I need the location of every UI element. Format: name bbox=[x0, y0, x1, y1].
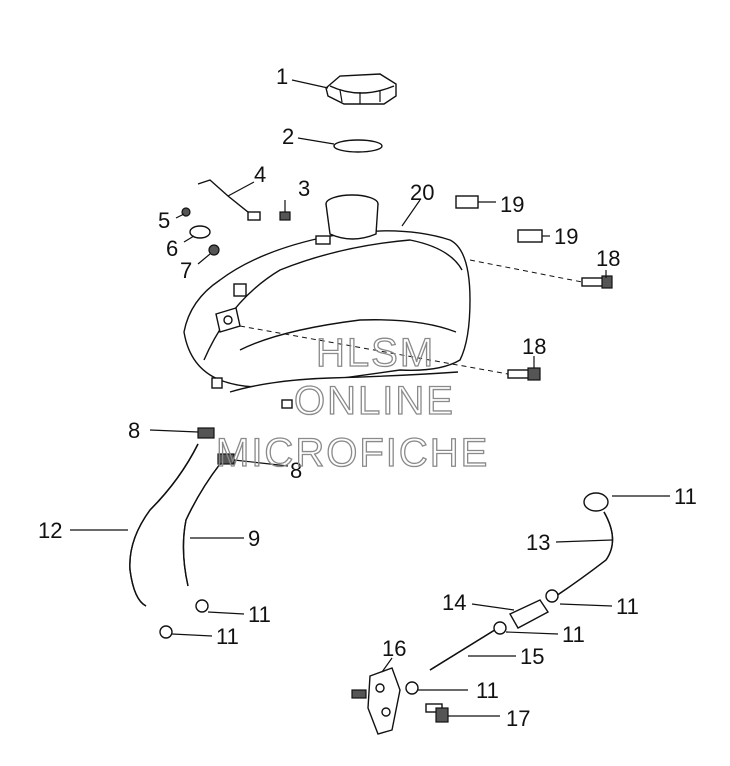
callout-11d: 11 bbox=[248, 602, 271, 627]
callout-4: 4 bbox=[254, 162, 266, 187]
callout-16: 16 bbox=[382, 636, 406, 661]
clamp-8-left bbox=[197, 427, 215, 439]
fuel-filter-14 bbox=[509, 599, 550, 629]
callout-12: 12 bbox=[38, 518, 62, 543]
callout-6: 6 bbox=[166, 236, 178, 261]
clamp-11-c bbox=[583, 492, 609, 512]
watermark-line-2: ONLINE bbox=[294, 379, 455, 423]
clamp-11-a bbox=[195, 599, 209, 613]
callout-3: 3 bbox=[298, 176, 310, 201]
callout-11e: 11 bbox=[216, 624, 239, 649]
damper-19-bottom bbox=[517, 229, 543, 243]
callout-7: 7 bbox=[180, 258, 192, 283]
callout-11a: 11 bbox=[674, 484, 697, 509]
callout-8a: 8 bbox=[128, 418, 140, 443]
callout-9: 9 bbox=[248, 526, 260, 551]
drain-screw-17 bbox=[425, 703, 449, 723]
hose-13 bbox=[555, 511, 614, 597]
bolt-18-top bbox=[581, 275, 613, 289]
callout-19a: 19 bbox=[500, 192, 524, 217]
callout-13: 13 bbox=[526, 530, 550, 555]
damper-19-top bbox=[455, 195, 479, 209]
callout-18a: 18 bbox=[596, 246, 620, 271]
callout-14: 14 bbox=[442, 590, 466, 615]
fuel-cap bbox=[325, 73, 397, 105]
callout-5: 5 bbox=[158, 208, 170, 233]
cap-gasket bbox=[333, 139, 383, 153]
fuel-tank bbox=[183, 194, 471, 409]
callout-20: 20 bbox=[410, 180, 434, 205]
callout-17: 17 bbox=[506, 706, 530, 731]
callout-2: 2 bbox=[282, 124, 294, 149]
callout-8b: 8 bbox=[290, 458, 302, 483]
clamp-11-d bbox=[545, 589, 559, 603]
fuel-valve-16 bbox=[351, 667, 401, 735]
callout-15: 15 bbox=[520, 644, 544, 669]
callout-11b: 11 bbox=[616, 594, 639, 619]
bolt-18-bottom bbox=[507, 367, 541, 381]
callout-18b: 18 bbox=[522, 334, 546, 359]
watermark-line-3: MICROFICHE bbox=[216, 431, 489, 475]
washer-6 bbox=[189, 225, 211, 239]
clamp-11-f bbox=[405, 681, 419, 695]
grommet-7 bbox=[208, 244, 220, 256]
hose-9 bbox=[182, 463, 221, 587]
watermark-line-1: HLSM bbox=[316, 331, 435, 375]
bolt-3 bbox=[279, 200, 291, 221]
clamp-11-e bbox=[493, 621, 507, 635]
callout-11c: 11 bbox=[562, 622, 585, 647]
clamp-11-b bbox=[159, 625, 173, 639]
callout-19b: 19 bbox=[554, 224, 578, 249]
callout-11f: 11 bbox=[476, 678, 499, 703]
clamp-8-right bbox=[217, 453, 235, 465]
callout-1: 1 bbox=[276, 64, 288, 89]
